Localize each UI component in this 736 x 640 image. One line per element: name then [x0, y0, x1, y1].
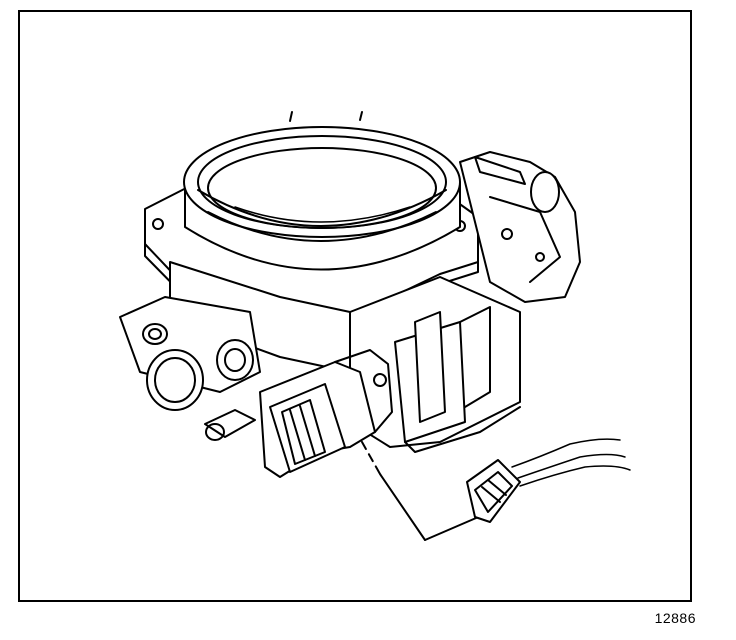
- figure-id-label: 12886: [654, 610, 696, 626]
- tps-sensor: [459, 151, 581, 303]
- wiring-harness-connector: [466, 438, 631, 523]
- iac-valve-connector: [259, 349, 393, 478]
- coolant-port: [119, 296, 261, 441]
- throttle-body-illustration: [119, 111, 631, 541]
- illustration-frame: [18, 10, 692, 602]
- throttle-bore: [183, 111, 461, 271]
